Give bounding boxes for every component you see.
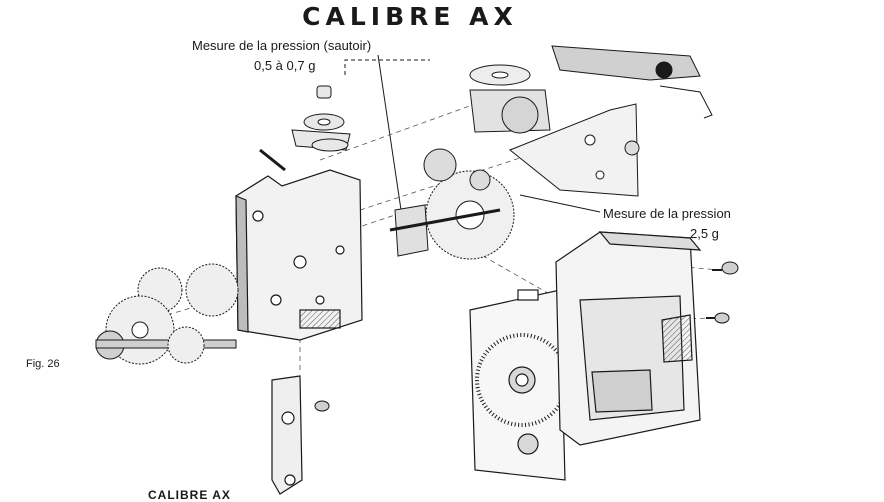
screws <box>314 261 739 412</box>
annotation-pressure-value: 2,5 g <box>690 226 719 241</box>
main-plate <box>235 169 363 341</box>
diagram-title: CALIBRE AX <box>302 2 518 31</box>
annotation-pressure: Mesure de la pression <box>603 206 731 221</box>
dial-plate <box>469 289 569 481</box>
lower-bracket <box>271 375 303 495</box>
sautoir-assembly <box>259 85 351 172</box>
clock-case <box>555 231 702 446</box>
escapement-assembly <box>469 64 640 197</box>
gear-train <box>95 263 239 365</box>
annotation-sautoir-value: 0,5 à 0,7 g <box>254 58 316 73</box>
center-gears <box>389 148 515 260</box>
footer-left: CALIBRE AX <box>148 488 231 502</box>
leader-lines <box>344 54 601 231</box>
bridge-plate <box>551 45 713 119</box>
annotation-sautoir: Mesure de la pression (sautoir) <box>192 38 372 53</box>
figure-label: Fig. 26 <box>26 358 60 370</box>
